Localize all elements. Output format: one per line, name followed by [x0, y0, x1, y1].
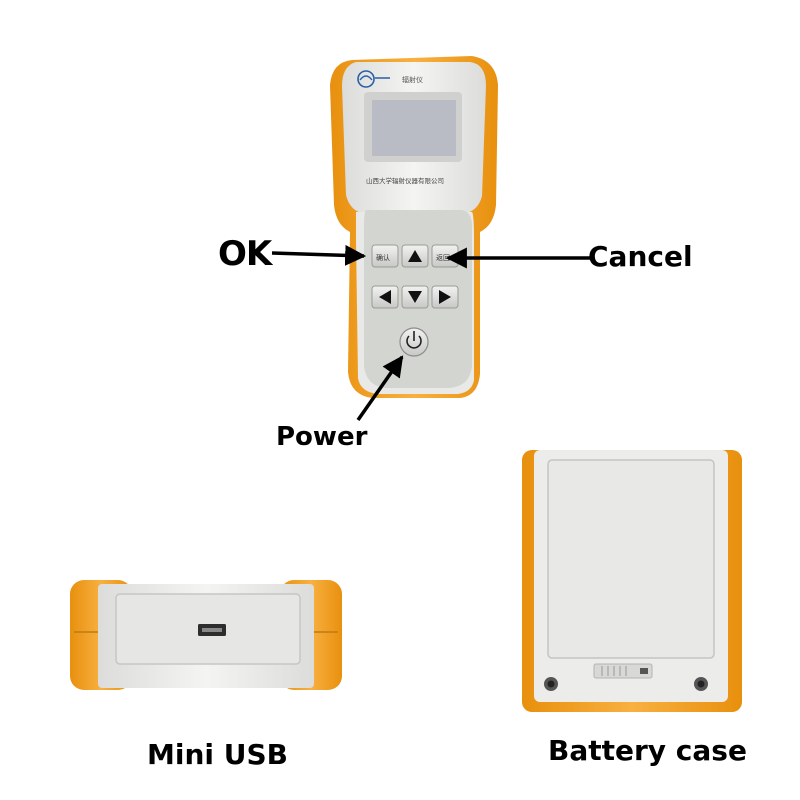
down-arrow-icon: [408, 291, 422, 303]
battery-latch: [593, 663, 653, 679]
battery-case-view: [522, 450, 742, 712]
lcd-screen: [372, 100, 456, 156]
right-arrow-icon: [439, 290, 451, 304]
right-key[interactable]: [431, 285, 459, 309]
battery-case-label: Battery case: [548, 734, 747, 767]
logo-icon: [357, 70, 390, 88]
svg-text:确认: 确认: [376, 253, 390, 262]
ok-pointer-arrow: [271, 244, 367, 266]
mini-usb-view: [70, 580, 342, 690]
mini-usb-label: Mini USB: [147, 738, 288, 771]
usb-port-icon: [198, 624, 226, 636]
handheld-device: 辐射仪 山西大学辐射仪器有限公司 确认 返回: [330, 56, 498, 398]
pointer-arrows: [271, 244, 590, 422]
power-label: Power: [276, 422, 368, 452]
svg-text:返回: 返回: [436, 254, 450, 262]
power-button[interactable]: [399, 327, 429, 357]
company-text: 山西大学辐射仪器有限公司: [366, 176, 444, 185]
ok-label: OK: [218, 234, 272, 274]
battery-cover: [547, 459, 715, 659]
model-text: 辐射仪: [402, 75, 423, 84]
ok-key[interactable]: 确认: [371, 244, 399, 268]
left-key[interactable]: [371, 285, 399, 309]
left-arrow-icon: [379, 290, 391, 304]
up-arrow-icon: [408, 250, 422, 262]
cancel-label: Cancel: [588, 240, 693, 273]
up-key[interactable]: [401, 244, 429, 268]
power-icon: [406, 331, 422, 349]
cancel-key[interactable]: 返回: [431, 244, 459, 268]
down-key[interactable]: [401, 285, 429, 309]
power-pointer-arrow: [356, 355, 404, 422]
